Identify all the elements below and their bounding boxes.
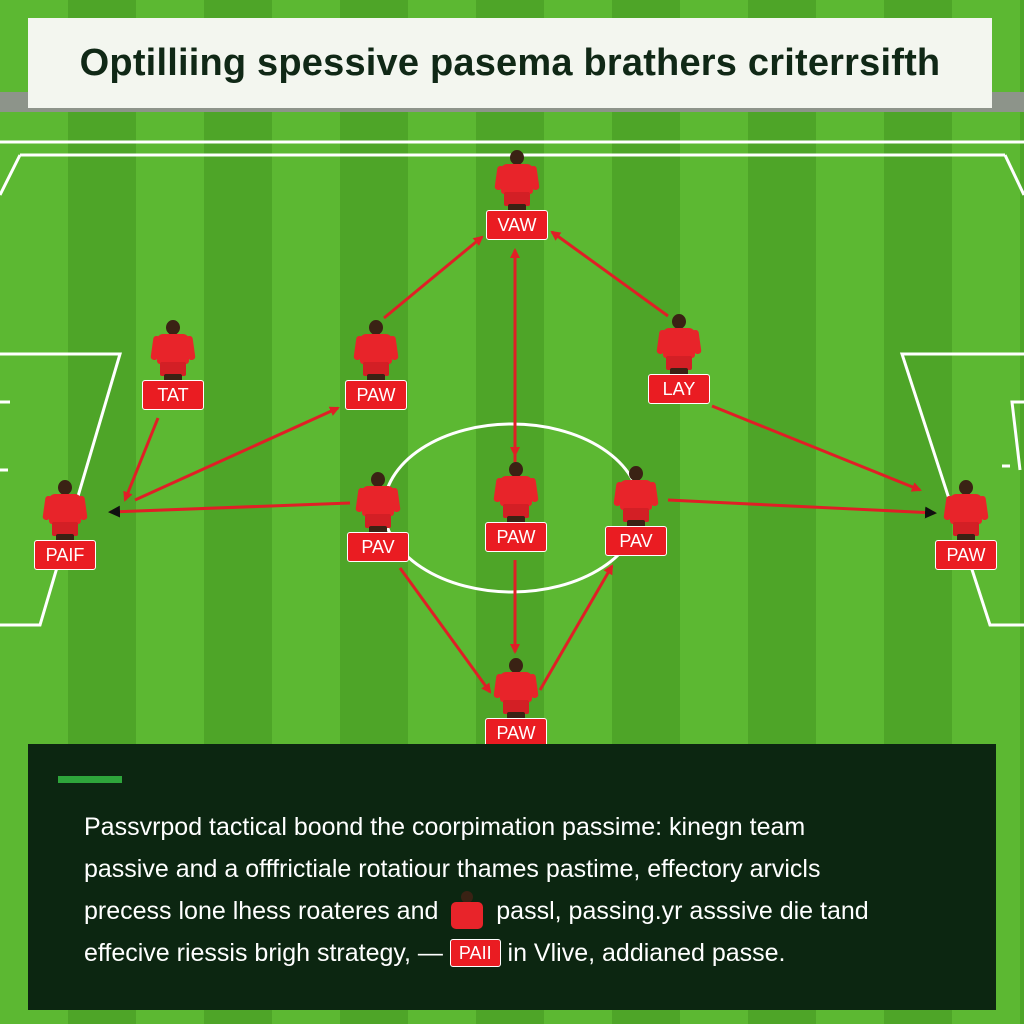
player-8: PAV [601, 466, 671, 574]
accent-bar [58, 776, 122, 783]
player-label: PAW [345, 380, 407, 410]
description-line: passive and a offfrictiale rotatiour tha… [84, 855, 821, 883]
description-text: Passvrpod tactical boond the coorpimatio… [84, 806, 964, 974]
description-line: passl, passing.yr asssive die tand [496, 897, 869, 925]
pass-arrow [123, 417, 160, 502]
pass-arrow [134, 406, 340, 502]
player-7: PAW [481, 462, 551, 570]
player-figure [493, 462, 539, 528]
player-label: PAV [605, 526, 667, 556]
player-2: TAT [138, 320, 208, 428]
description-line: Passvrpod tactical boond the coorpimatio… [84, 813, 806, 841]
player-label: PAW [935, 540, 997, 570]
player-5: PAIF [30, 480, 100, 588]
player-figure [613, 466, 659, 532]
player-figure [353, 320, 399, 386]
player-inline-icon [445, 891, 489, 929]
player-label: VAW [486, 210, 548, 240]
pass-arrow [383, 235, 484, 320]
pass-arrow [108, 501, 351, 518]
player-10: PAW [481, 658, 551, 766]
player-figure [150, 320, 196, 386]
player-figure [42, 480, 88, 546]
page-title: Optilliing spessive pasema brathers crit… [79, 41, 941, 84]
player-figure [493, 658, 539, 724]
player-4: LAY [644, 314, 714, 422]
player-figure [656, 314, 702, 380]
inline-player-tag: PAII [449, 939, 501, 967]
player-label: PAIF [34, 540, 96, 570]
player-label: TAT [142, 380, 204, 410]
player-label: LAY [648, 374, 710, 404]
player-label: PAW [485, 718, 547, 748]
pass-arrow [398, 567, 492, 694]
player-label: PAW [485, 522, 547, 552]
player-label: PAV [347, 532, 409, 562]
pass-arrow [550, 230, 669, 318]
description-line: precess lone lhess roateres and [84, 897, 439, 925]
player-9: PAW [931, 480, 1001, 588]
title-banner: Optilliing spessive pasema brathers crit… [28, 18, 992, 108]
description-panel: Passvrpod tactical boond the coorpimatio… [28, 744, 996, 1010]
player-figure [494, 150, 540, 216]
pass-arrow [538, 564, 614, 691]
description-line: effecive riessis brigh strategy, — [84, 939, 443, 967]
player-figure [355, 472, 401, 538]
player-6: PAV [343, 472, 413, 580]
passing-arrows [108, 230, 937, 694]
player-1: VAW [482, 150, 552, 258]
pass-arrow [667, 498, 937, 519]
pass-arrow [711, 404, 922, 492]
player-3: PAW [341, 320, 411, 428]
description-line: in Vlive, addianed passe. [507, 939, 786, 967]
player-figure [943, 480, 989, 546]
